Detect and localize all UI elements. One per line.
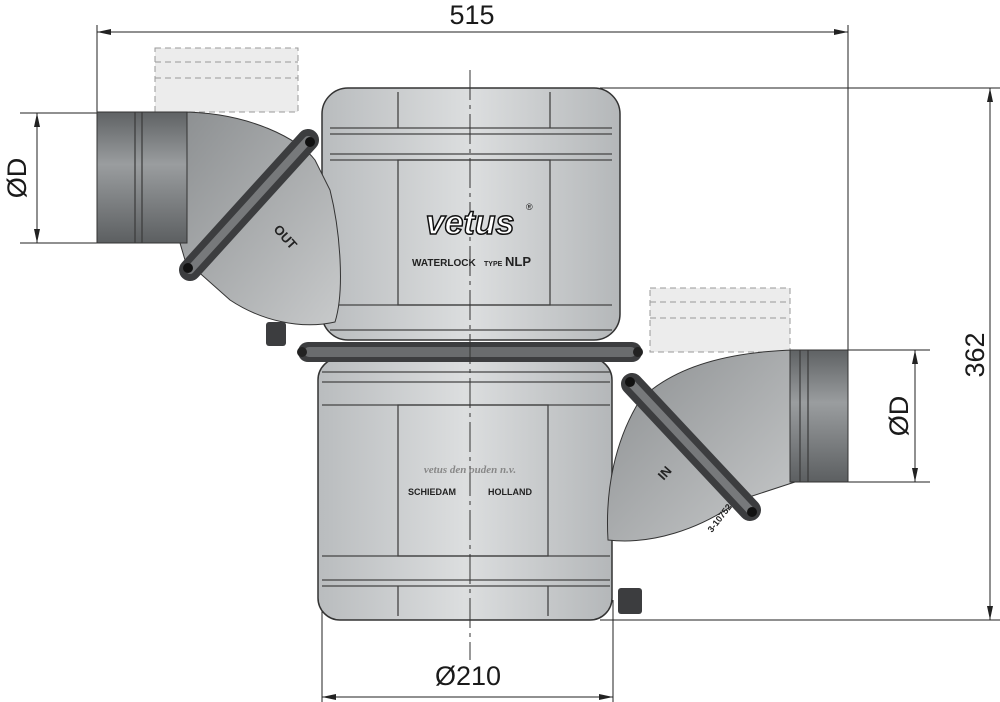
country-label: HOLLAND bbox=[488, 487, 532, 497]
inlet-diameter-label: ØD bbox=[884, 396, 914, 437]
maker-line: vetus den ouden n.v. bbox=[424, 464, 516, 476]
outlet-drain-plug bbox=[266, 322, 286, 346]
dimension-lines bbox=[20, 25, 1000, 702]
height-dimension-label: 362 bbox=[960, 332, 990, 377]
inlet-pipe bbox=[607, 349, 849, 614]
lower-tank bbox=[317, 357, 613, 621]
width-dimension-label: 515 bbox=[449, 0, 494, 30]
model-name: NLP bbox=[505, 254, 531, 269]
model-prefix: WATERLOCK bbox=[412, 258, 476, 269]
city-label: SCHIEDAM bbox=[408, 487, 456, 497]
ghost-outlet-pipe bbox=[154, 47, 299, 113]
model-type-word: TYPE bbox=[484, 261, 503, 268]
registered-mark: ® bbox=[526, 202, 533, 212]
outlet-diameter-label: ØD bbox=[2, 158, 32, 199]
upper-tank bbox=[321, 87, 621, 341]
model-label: WATERLOCK TYPE NLP bbox=[412, 254, 531, 269]
ghost-inlet-pipe bbox=[649, 287, 791, 353]
inlet-drain-plug bbox=[618, 588, 642, 614]
outlet-pipe bbox=[96, 111, 341, 346]
dimension-arrows bbox=[34, 29, 993, 700]
body-diameter-label: Ø210 bbox=[435, 661, 501, 691]
brand-logo: vetus bbox=[426, 204, 515, 242]
